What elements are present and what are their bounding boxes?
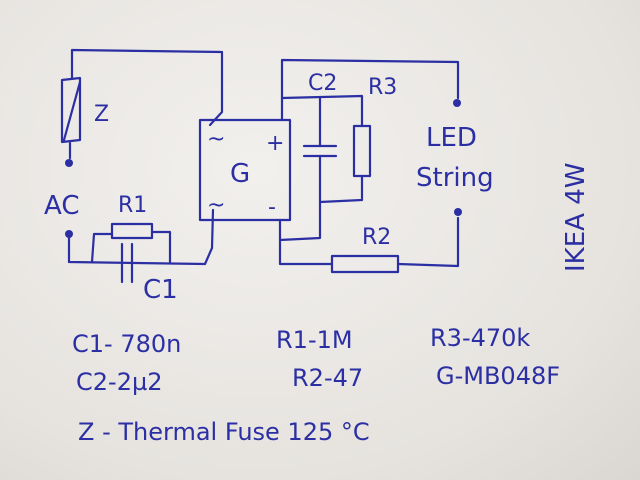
led-label-line2: String <box>416 163 494 193</box>
ac-terminal-top <box>65 159 73 167</box>
thermal-fuse-z <box>60 76 82 144</box>
note-c1: C1- 780n <box>72 330 181 358</box>
note-r1: R1-1M <box>276 326 353 354</box>
resistor-r3 <box>352 124 372 178</box>
ac-terminal-bottom <box>65 230 73 238</box>
wire-positive <box>280 58 460 122</box>
r1-label: R1 <box>118 193 147 218</box>
bridge-label: G <box>230 159 250 189</box>
resistor-r2 <box>330 254 400 274</box>
ac-label: AC <box>44 191 79 221</box>
wire-negative <box>278 200 322 242</box>
wire-top-left <box>70 48 224 127</box>
note-g: G-MB048F <box>436 362 560 390</box>
note-z: Z - Thermal Fuse 125 °C <box>78 418 370 446</box>
wire-ac-bottom <box>67 208 215 266</box>
c2-label: C2 <box>308 71 337 96</box>
bridge-rectifier-g <box>198 118 292 222</box>
led-terminal-top <box>453 99 461 107</box>
bridge-plus: + <box>266 131 284 156</box>
note-c2: C2-2µ2 <box>76 368 163 396</box>
note-r2: R2-47 <box>292 364 363 392</box>
wire-r3-bottom <box>318 174 364 204</box>
bridge-ac-bottom: ~ <box>207 193 225 218</box>
bridge-ac-top: ~ <box>207 127 225 152</box>
r1-c1-network <box>90 222 172 284</box>
product-label: IKEA 4W <box>561 163 591 272</box>
wire-r2 <box>278 238 334 266</box>
note-r3: R3-470k <box>430 324 530 352</box>
wire-c2-r3-top <box>280 94 364 128</box>
c1-label: C1 <box>143 275 178 305</box>
r3-label: R3 <box>368 75 397 100</box>
bridge-minus: - <box>268 195 276 220</box>
led-terminal-bottom <box>454 208 462 216</box>
fuse-label: Z <box>94 102 109 127</box>
wire-r2-led <box>396 216 460 268</box>
led-label-line1: LED <box>426 123 477 153</box>
resistor-r1 <box>110 222 154 240</box>
r2-label: R2 <box>362 225 391 250</box>
